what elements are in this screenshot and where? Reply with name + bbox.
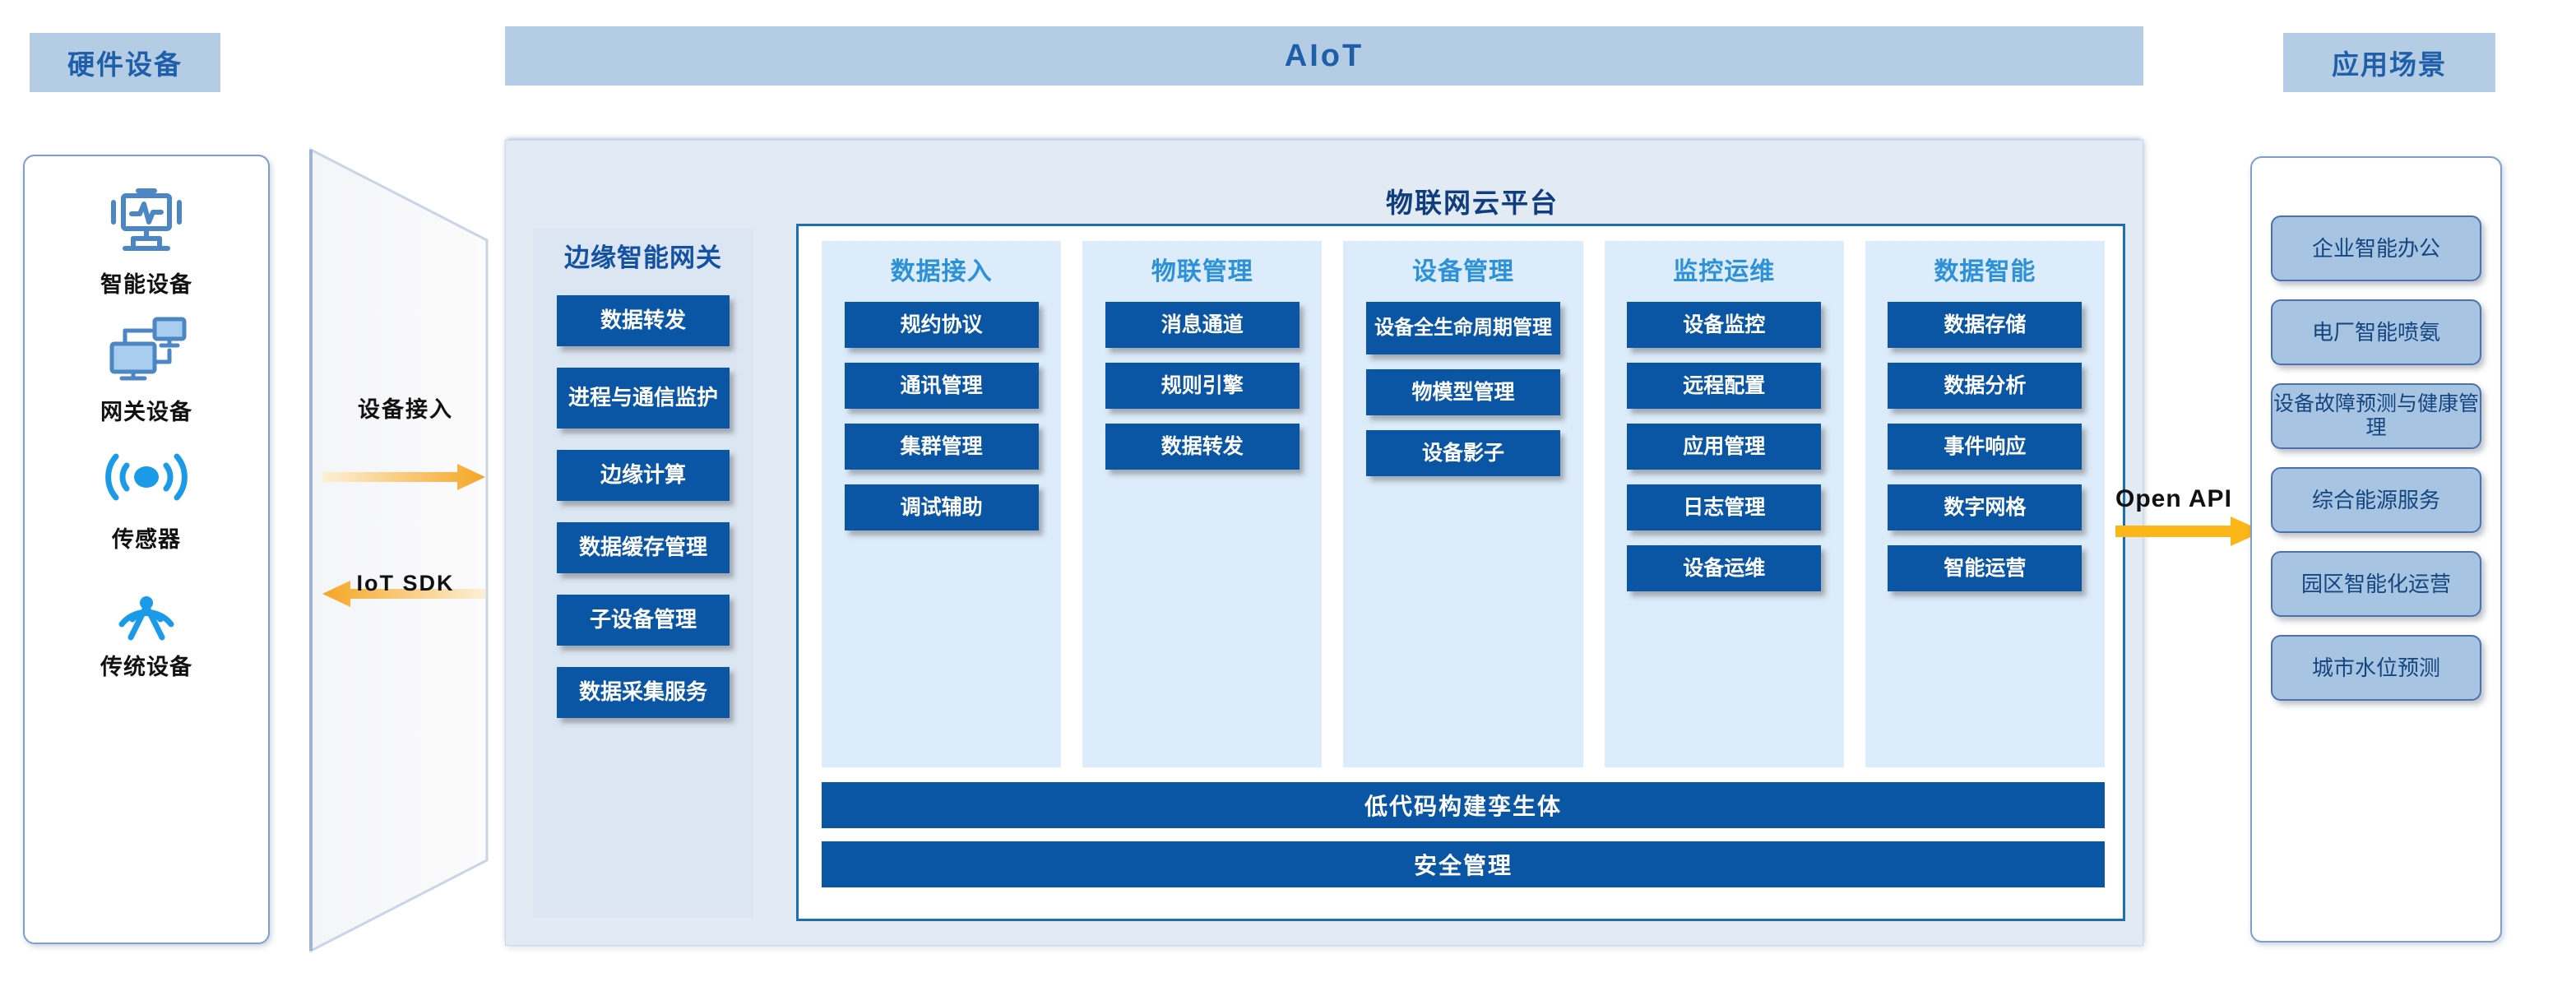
iot-sdk-arrow bbox=[322, 581, 485, 607]
edge-gateway-item[interactable]: 数据采集服务 bbox=[557, 667, 730, 718]
hardware-devices-card: 智能设备 网关设备 bbox=[23, 155, 270, 944]
pillar-item[interactable]: 集群管理 bbox=[844, 424, 1039, 470]
edge-gateway-item[interactable]: 进程与通信监护 bbox=[557, 368, 730, 428]
edge-gateway-column: 边缘智能网关 数据转发 进程与通信监护 边缘计算 数据缓存管理 子设备管理 数据… bbox=[533, 229, 753, 918]
pillar-item[interactable]: 消息通道 bbox=[1105, 302, 1300, 348]
edge-gateway-title: 边缘智能网关 bbox=[564, 243, 722, 272]
edge-gateway-item[interactable]: 边缘计算 bbox=[557, 450, 730, 501]
open-api-connector: Open API bbox=[2115, 485, 2288, 548]
device-access-arrow bbox=[322, 464, 485, 490]
device-access-label: 设备接入 bbox=[358, 397, 453, 422]
edge-gateway-item[interactable]: 子设备管理 bbox=[557, 595, 730, 646]
iot-sdk-label: IoT SDK bbox=[356, 571, 455, 595]
pillar-item[interactable]: 设备运维 bbox=[1627, 545, 1822, 591]
monitor-waveform-icon bbox=[105, 183, 188, 262]
hardware-item-label: 智能设备 bbox=[100, 272, 192, 297]
pillar-item[interactable]: 设备全生命周期管理 bbox=[1366, 302, 1560, 354]
pillar-item[interactable]: 数字网格 bbox=[1888, 484, 2083, 530]
pillar-item[interactable]: 应用管理 bbox=[1627, 424, 1822, 470]
pillar-item[interactable]: 设备影子 bbox=[1366, 430, 1560, 476]
pillar-item[interactable]: 远程配置 bbox=[1627, 363, 1822, 409]
pillar-data-access: 数据接入 规约协议 通讯管理 集群管理 调试辅助 bbox=[822, 241, 1062, 767]
hardware-item-sensor: 传感器 bbox=[97, 438, 196, 554]
cloud-platform-frame: 数据接入 规约协议 通讯管理 集群管理 调试辅助 物联管理 消息通道 规则引擎 … bbox=[796, 224, 2125, 921]
pillar-device-management: 设备管理 设备全生命周期管理 物模型管理 设备影子 bbox=[1343, 241, 1583, 767]
edge-gateway-item[interactable]: 数据缓存管理 bbox=[557, 522, 730, 573]
sensor-signal-icon bbox=[97, 438, 196, 516]
scenario-item[interactable]: 设备故障预测与健康管理 bbox=[2271, 383, 2481, 449]
pillar-item[interactable]: 调试辅助 bbox=[844, 484, 1039, 530]
hardware-item-traditional-device: 传统设备 bbox=[100, 565, 192, 681]
pillar-item[interactable]: 事件响应 bbox=[1888, 424, 2083, 470]
scenario-item[interactable]: 园区智能化运营 bbox=[2271, 551, 2481, 617]
pillar-item[interactable]: 设备监控 bbox=[1627, 302, 1822, 348]
hardware-section-header: 硬件设备 bbox=[30, 33, 220, 92]
pillar-title: 监控运维 bbox=[1673, 258, 1776, 285]
edge-gateway-item[interactable]: 数据转发 bbox=[557, 295, 730, 346]
device-access-funnel: 设备接入 IoT SDK bbox=[303, 145, 508, 956]
aiot-section-header: AIoT bbox=[505, 26, 2143, 86]
scenario-item[interactable]: 综合能源服务 bbox=[2271, 467, 2481, 533]
scenario-item[interactable]: 企业智能办公 bbox=[2271, 215, 2481, 281]
pillar-item[interactable]: 通讯管理 bbox=[844, 363, 1039, 409]
cloud-platform-title: 物联网云平台 bbox=[1386, 188, 1559, 218]
pillar-title: 数据接入 bbox=[890, 258, 993, 285]
antenna-tower-icon bbox=[105, 565, 188, 644]
application-section-header: 应用场景 bbox=[2283, 33, 2495, 92]
hardware-item-label: 传感器 bbox=[112, 527, 181, 552]
open-api-arrow bbox=[2115, 516, 2263, 546]
pillar-iot-management: 物联管理 消息通道 规则引擎 数据转发 bbox=[1082, 241, 1323, 767]
hardware-item-label: 传统设备 bbox=[100, 655, 192, 679]
pillar-item[interactable]: 规则引擎 bbox=[1105, 363, 1300, 409]
foundation-bar-security[interactable]: 安全管理 bbox=[822, 841, 2105, 887]
hardware-item-label: 网关设备 bbox=[100, 400, 192, 424]
pillar-title: 设备管理 bbox=[1412, 258, 1514, 285]
hardware-item-gateway: 网关设备 bbox=[100, 310, 192, 426]
open-api-label: Open API bbox=[2115, 485, 2232, 512]
hardware-item-smart-device: 智能设备 bbox=[100, 183, 192, 299]
scenario-item[interactable]: 电厂智能喷氨 bbox=[2271, 299, 2481, 365]
network-devices-icon bbox=[104, 310, 189, 389]
pillar-title: 物联管理 bbox=[1151, 258, 1253, 285]
scenario-item[interactable]: 城市水位预测 bbox=[2271, 635, 2481, 701]
pillar-monitoring-ops: 监控运维 设备监控 远程配置 应用管理 日志管理 设备运维 bbox=[1604, 241, 1844, 767]
pillar-title: 数据智能 bbox=[1934, 258, 2036, 285]
pillar-item[interactable]: 日志管理 bbox=[1627, 484, 1822, 530]
capability-pillars: 数据接入 规约协议 通讯管理 集群管理 调试辅助 物联管理 消息通道 规则引擎 … bbox=[822, 241, 2106, 767]
pillar-item[interactable]: 数据存储 bbox=[1888, 302, 2083, 348]
pillar-item[interactable]: 规约协议 bbox=[844, 302, 1039, 348]
application-scenarios-card: 企业智能办公 电厂智能喷氨 设备故障预测与健康管理 综合能源服务 园区智能化运营… bbox=[2250, 156, 2502, 943]
pillar-item[interactable]: 数据分析 bbox=[1888, 363, 2083, 409]
foundation-bar-lowcode[interactable]: 低代码构建孪生体 bbox=[822, 782, 2105, 828]
pillar-item[interactable]: 数据转发 bbox=[1105, 424, 1300, 470]
pillar-data-intelligence: 数据智能 数据存储 数据分析 事件响应 数字网格 智能运营 bbox=[1865, 241, 2106, 767]
pillar-item[interactable]: 物模型管理 bbox=[1366, 369, 1560, 415]
pillar-item[interactable]: 智能运营 bbox=[1888, 545, 2083, 591]
